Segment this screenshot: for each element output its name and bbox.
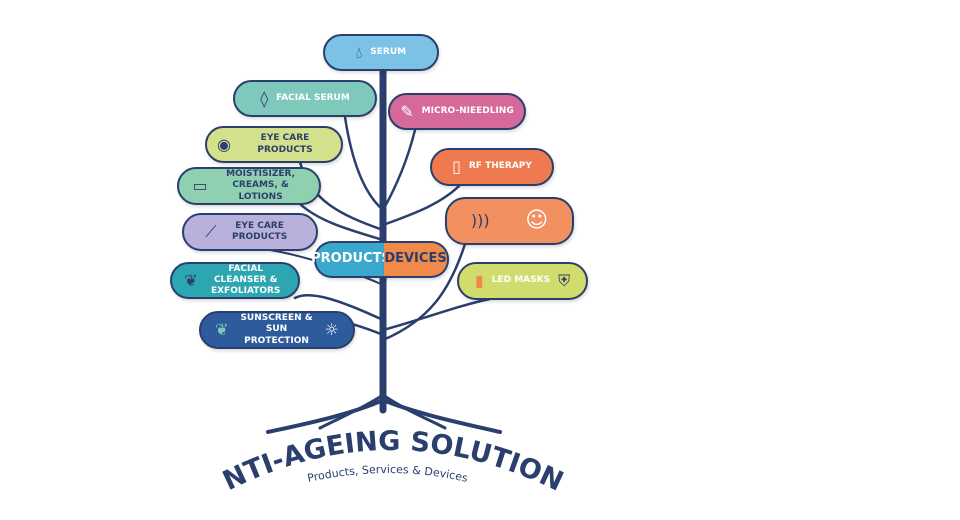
pill-eye-care-products[interactable]: ◉EYE CARE PRODUCTS [205,126,343,163]
pill-facial-serum[interactable]: ◊FACIAL SERUM [233,80,377,117]
rf-device-icon: ▯ [452,157,461,176]
bottle-icon: ▮ [474,271,484,290]
brush-icon: ⟋ [205,222,217,241]
pill-facial-cleanser[interactable]: ❦FACIAL CLEANSER & EXFOLIATORS [170,262,300,299]
products-button[interactable]: PRODUCTS [311,241,391,278]
pill-sunscreen[interactable]: ❦SUNSCREEN & SUN PROTECTION☼ [199,311,355,349]
face-mask-icon: ☺ [525,208,549,233]
pill-moisturizer[interactable]: ▭MOISTISIZER, CREAMS, & LOTIONS [177,167,321,205]
leaves-icon: ❦ [184,270,198,290]
main-title: ANTI-AGEING SOLUTIONS [0,0,568,498]
pill-micro-needling[interactable]: ✎MICRO-NIEEDLING [388,93,526,130]
subtitle: Products, Services & Devices [306,463,469,485]
eye-icon: ◉ [217,134,231,154]
pill-eye-care-products-2[interactable]: ⟋EYE CARE PRODUCTS [182,213,318,251]
sun-icon: ☼ [324,320,339,339]
shield-icon: ⛨ [558,271,571,290]
pill-led-masks[interactable]: ▮LED MASKS⛨ [457,262,588,300]
pill-rf-therapy[interactable]: ▯RF THERAPY [430,148,554,186]
devices-button[interactable]: DEVICES [384,241,449,278]
water-drop-icon: ◊ [260,88,269,108]
pill-serum[interactable]: 💧︎SERUM [323,34,439,71]
water-drop-icon: 💧︎ [355,42,363,62]
signal-device-icon: ))) [470,211,490,230]
leaves-icon: ❦ [215,320,229,339]
pill-led-device[interactable]: ))) ☺ [445,197,574,245]
pen-device-icon: ✎ [400,101,414,121]
cream-jar-icon: ▭ [192,176,208,195]
